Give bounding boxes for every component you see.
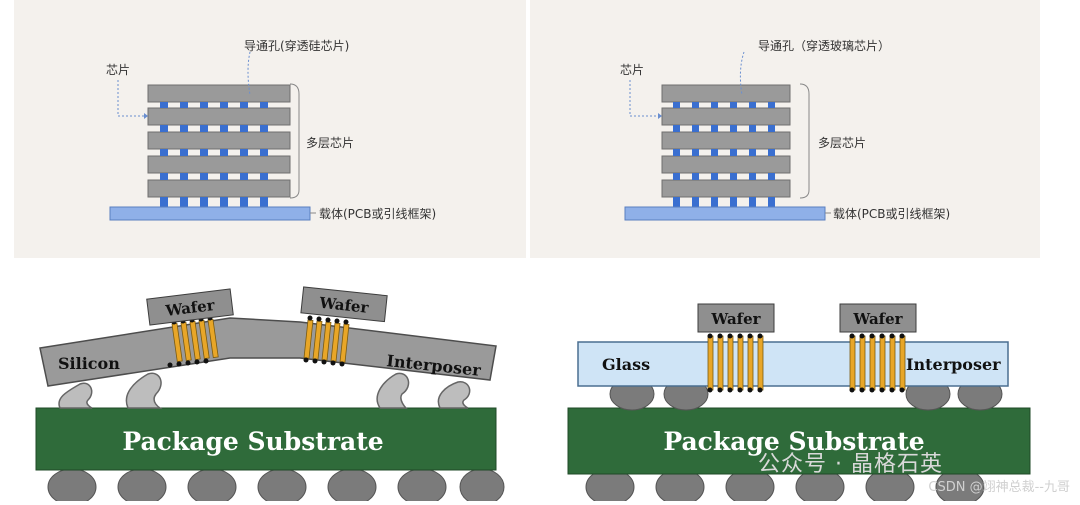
interposer-left-label: Silicon	[58, 354, 120, 373]
solder-balls-bottom	[585, 468, 985, 505]
chip-stack	[147, 84, 291, 198]
via-label: 导通孔(穿透硅芯片)	[244, 38, 349, 53]
package-substrate	[35, 407, 497, 471]
stack-bracket	[799, 83, 810, 199]
via-arrow	[739, 51, 745, 96]
tgv-pillars	[707, 335, 906, 391]
wafer-right: Wafer	[300, 286, 388, 323]
tsv-stack-svg: 芯片 导通孔(穿透硅芯片) 多层芯片 载体(PCB或引线框架)	[106, 38, 436, 221]
chip-arrow	[117, 80, 144, 117]
tgv-stack-diagram: 芯片 导通孔（穿透玻璃芯片） 多层芯片 载体(PCB或引线框架)	[530, 0, 1040, 258]
interposer-right-label: Interposer	[906, 355, 1001, 374]
carrier-board	[109, 206, 311, 221]
silicon-interposer-diagram: Package Substrate Silicon Interposer	[0, 262, 540, 505]
stack-bracket	[289, 83, 300, 199]
chip-label: 芯片	[106, 63, 130, 77]
wafer-right-label: Wafer	[852, 310, 903, 328]
silicon-interposer	[39, 317, 497, 387]
wafer-left: Wafer	[697, 303, 775, 333]
watermark-text: 公众号 · 晶格石英	[758, 452, 943, 477]
wafer-right: Wafer	[839, 303, 917, 333]
tsv-stack-diagram: 芯片 导通孔(穿透硅芯片) 多层芯片 载体(PCB或引线框架)	[14, 0, 526, 258]
via-bumps	[160, 102, 268, 207]
glass-interposer-svg: Package Substrate Glass Interposer Wafer…	[567, 303, 1031, 505]
wafer-left: Wafer	[146, 288, 234, 326]
glass-interposer-diagram: Package Substrate Glass Interposer Wafer…	[540, 262, 1080, 505]
chip-label: 芯片	[620, 63, 644, 77]
via-bumps	[673, 102, 775, 207]
glass-interposer	[577, 341, 1009, 387]
carrier-label: 载体(PCB或引线框架)	[319, 207, 436, 221]
substrate-label: Package Substrate	[663, 427, 924, 456]
chip-stack	[661, 84, 791, 198]
micro-bumps	[707, 333, 905, 393]
substrate-label: Package Substrate	[122, 427, 383, 456]
wafer-left-label: Wafer	[710, 310, 761, 328]
stack-label: 多层芯片	[818, 136, 866, 150]
stack-label: 多层芯片	[306, 136, 354, 150]
package-substrate	[567, 407, 1031, 475]
carrier-label: 载体(PCB或引线框架)	[833, 207, 950, 221]
deformed-bumps	[58, 372, 471, 409]
tgv-stack-svg: 芯片 导通孔（穿透玻璃芯片） 多层芯片 载体(PCB或引线框架)	[620, 38, 950, 221]
solder-balls	[47, 468, 505, 505]
chip-arrow	[629, 80, 658, 117]
carrier-board	[624, 206, 826, 221]
interposer-left-label: Glass	[602, 355, 650, 374]
wafer-right-label: Wafer	[318, 294, 371, 317]
csdn-credit: CSDN @翊神总裁--九哥	[928, 480, 1070, 495]
silicon-interposer-svg: Package Substrate Silicon Interposer	[35, 286, 505, 505]
via-label: 导通孔（穿透玻璃芯片）	[758, 38, 890, 53]
